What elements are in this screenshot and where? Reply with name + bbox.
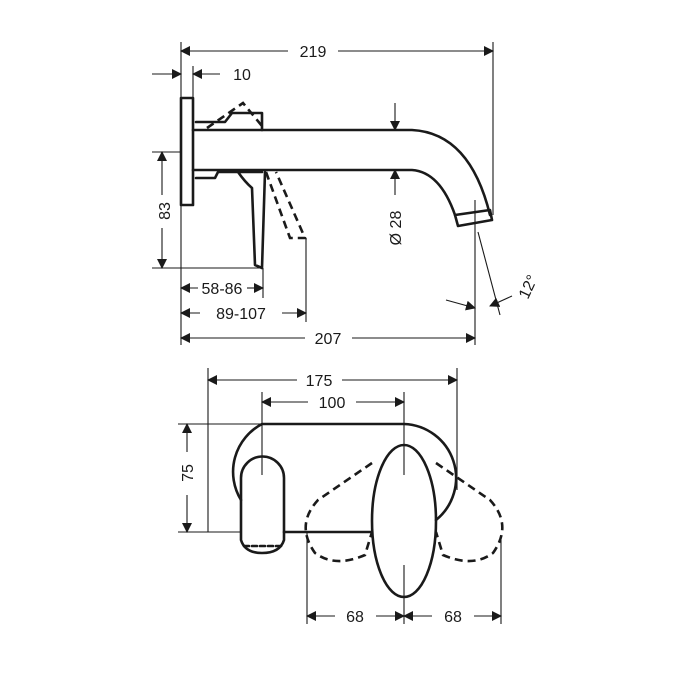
dim-58-86: 58-86 <box>202 281 243 298</box>
lever-alt-up <box>206 101 264 130</box>
dim-75: 75 <box>180 464 197 482</box>
dim-68-left: 68 <box>346 609 364 626</box>
side-view: 219 10 83 58-86 89-107 207 Ø 28 12° <box>152 42 542 348</box>
dim-angle-12: 12° <box>516 273 542 302</box>
back-plate <box>231 422 458 534</box>
dim-68-right: 68 <box>444 609 462 626</box>
dim-175: 175 <box>306 373 333 390</box>
lever-alt-down <box>264 171 307 240</box>
lever-body <box>194 111 267 270</box>
dim-diameter-28: Ø 28 <box>388 211 405 246</box>
dim-207: 207 <box>315 331 342 348</box>
dim-89-107: 89-107 <box>216 306 266 323</box>
dim-219: 219 <box>300 44 327 61</box>
spout-outlet <box>453 208 494 228</box>
spout-front <box>239 455 286 555</box>
dim-10: 10 <box>233 67 251 84</box>
handle-alt-right <box>434 461 504 563</box>
spout-body <box>191 128 492 217</box>
handle-alt-left <box>304 461 374 563</box>
front-view: 175 100 75 68 68 <box>178 368 504 626</box>
wall-plate <box>179 96 195 207</box>
dim-83: 83 <box>157 202 174 220</box>
dim-100: 100 <box>319 395 346 412</box>
